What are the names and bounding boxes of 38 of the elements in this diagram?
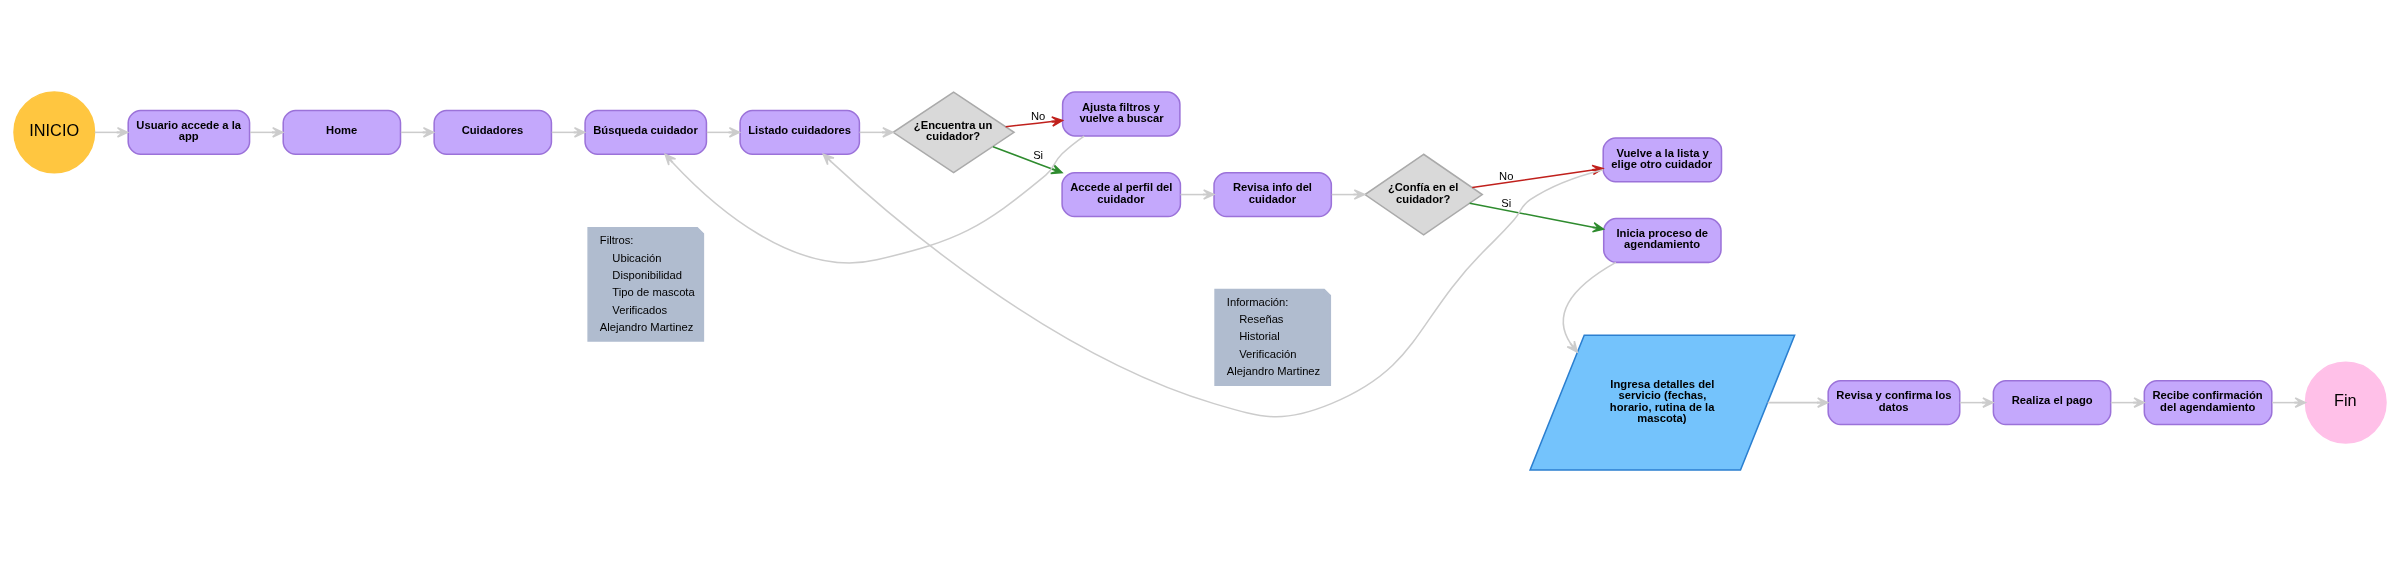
- arrow: [400, 126, 435, 138]
- arrow: [1766, 396, 1829, 408]
- arrow: [664, 134, 1085, 264]
- node-diamond: ¿Confía en el cuidador?: [1363, 152, 1484, 236]
- node-box: Realiza el pago: [1992, 379, 2112, 425]
- edge-label: Si: [1501, 196, 1512, 209]
- node-box: Inicia proceso de agendamiento: [1602, 217, 1722, 263]
- node-box: Búsqueda cuidador: [584, 109, 708, 155]
- node-box: Home: [282, 109, 402, 155]
- arrow: [1468, 202, 1605, 233]
- arrow: [706, 126, 741, 138]
- arrow: [2271, 396, 2307, 408]
- edge-label: Si: [1033, 148, 1044, 161]
- arrow: [2110, 396, 2146, 408]
- node-box: Ajusta filtros y vuelve a buscar: [1061, 90, 1181, 137]
- node-box: Revisa info del cuidador: [1213, 171, 1333, 217]
- arrow: [1179, 188, 1215, 200]
- node-box: Cuidadores: [433, 109, 553, 155]
- node-box: Usuario accede a la app: [127, 109, 251, 155]
- arrow: [1330, 188, 1366, 200]
- arrow: [1562, 261, 1617, 353]
- arrow: [992, 145, 1063, 174]
- node-diamond: ¿Encuentra un cuidador?: [891, 90, 1016, 174]
- node-box: Accede al perfil del cuidador: [1061, 171, 1182, 217]
- node-box: Revisa y confirma los datos: [1827, 379, 1961, 425]
- edge-label: No: [1499, 169, 1514, 182]
- arrow: [1959, 396, 1994, 408]
- arrow: [550, 126, 586, 138]
- node-box: Listado cuidadores: [739, 109, 861, 155]
- arrow: [1004, 115, 1064, 127]
- node-box: Vuelve a la lista y elige otro cuidador: [1602, 136, 1723, 183]
- node-circle: Fin: [2304, 361, 2387, 444]
- node-box: Recibe confirmación del agendamiento: [2143, 379, 2273, 425]
- arrow: [249, 126, 284, 138]
- edge-label: No: [1030, 109, 1046, 122]
- arrow: [858, 126, 894, 138]
- node-circle: INICIO: [13, 90, 96, 173]
- arrow: [93, 126, 129, 138]
